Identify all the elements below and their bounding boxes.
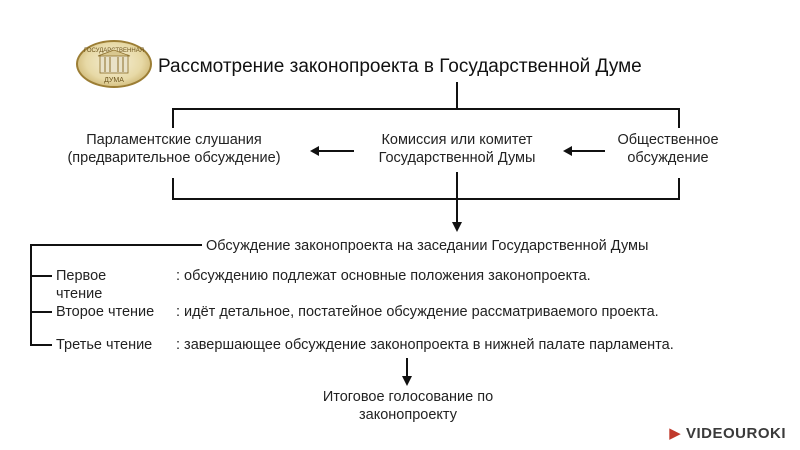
svg-text:ДУМА: ДУМА xyxy=(104,77,124,84)
reading-3-desc: : завершающее обсуждение законопроекта в… xyxy=(176,337,674,353)
reading-3-tick xyxy=(30,344,52,346)
reading-2-name: Второе чтение xyxy=(56,304,155,320)
reading-2-desc: : идёт детальное, постатейное обсуждение… xyxy=(176,304,659,320)
committee-down-line xyxy=(456,172,458,200)
arrow-committee-to-hearings xyxy=(310,146,354,156)
play-icon: ▶ xyxy=(669,425,682,442)
top-bracket-left-drop xyxy=(172,108,174,128)
state-duma-emblem-logo: ГОСУДАРСТВЕННАЯ ДУМА xyxy=(76,40,152,88)
arrow-to-final-vote xyxy=(402,358,412,386)
committee-node: Комиссия или комитет Государственной Дум… xyxy=(378,132,536,166)
bottom-bracket-right-rise xyxy=(678,178,680,200)
bottom-bracket-bar xyxy=(172,198,680,200)
title-connector-line xyxy=(456,82,458,110)
bottom-bracket-left-rise xyxy=(172,178,174,200)
reading-1-desc: : обсуждению подлежат основные положения… xyxy=(176,268,591,284)
videouroki-watermark: ▶ VIDEOUROKI xyxy=(669,425,786,442)
parliamentary-hearings-node: Парламентские слушания (предварительное … xyxy=(67,132,281,166)
session-discussion-label: Обсуждение законопроекта на заседании Го… xyxy=(206,238,649,254)
diagram-title: Рассмотрение законопроекта в Государстве… xyxy=(158,56,642,77)
reading-1-name: Первое чтение xyxy=(56,268,107,302)
public-discussion-node: Общественное обсуждение xyxy=(617,132,719,166)
readings-top-line xyxy=(30,244,202,246)
top-bracket-right-drop xyxy=(678,108,680,128)
arrow-to-session xyxy=(452,198,462,232)
final-vote-node: Итоговое голосование по законопроекту xyxy=(322,389,494,423)
reading-2-tick xyxy=(30,311,52,313)
reading-1-tick xyxy=(30,275,52,277)
top-bracket-bar xyxy=(172,108,680,110)
reading-3-name: Третье чтение xyxy=(56,337,153,353)
readings-vertical-line xyxy=(30,244,32,346)
arrow-public-to-committee xyxy=(563,146,605,156)
